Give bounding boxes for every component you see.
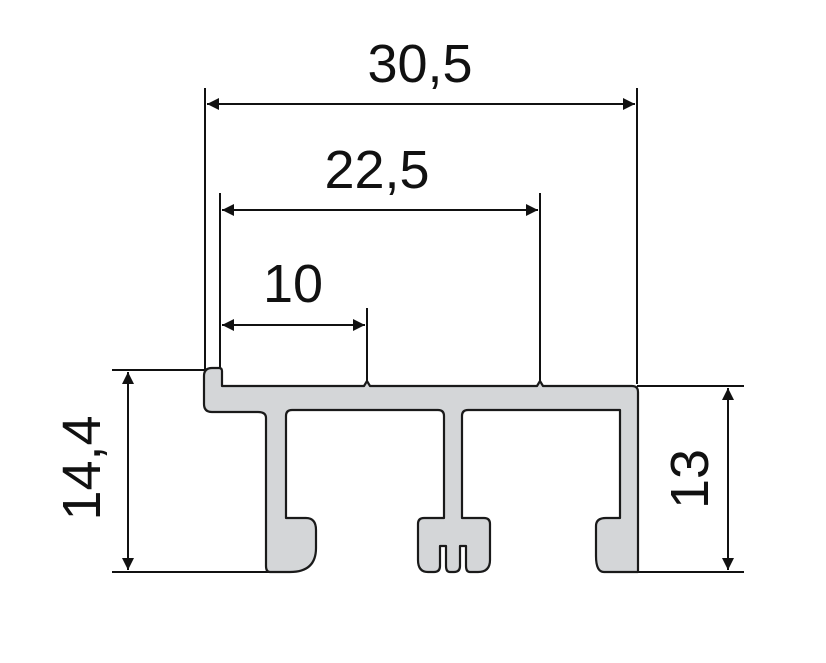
dim-label-mid-width: 22,5: [324, 140, 429, 200]
dimension-lines: [122, 98, 734, 570]
dim-label-inner-width: 10: [263, 254, 323, 314]
extension-lines: [112, 88, 744, 573]
dim-label-left-height: 14,4: [52, 415, 112, 520]
aluminium-profile: [202, 366, 640, 574]
dim-label-overall-width: 30,5: [367, 34, 472, 94]
dim-label-right-height: 13: [660, 449, 720, 509]
